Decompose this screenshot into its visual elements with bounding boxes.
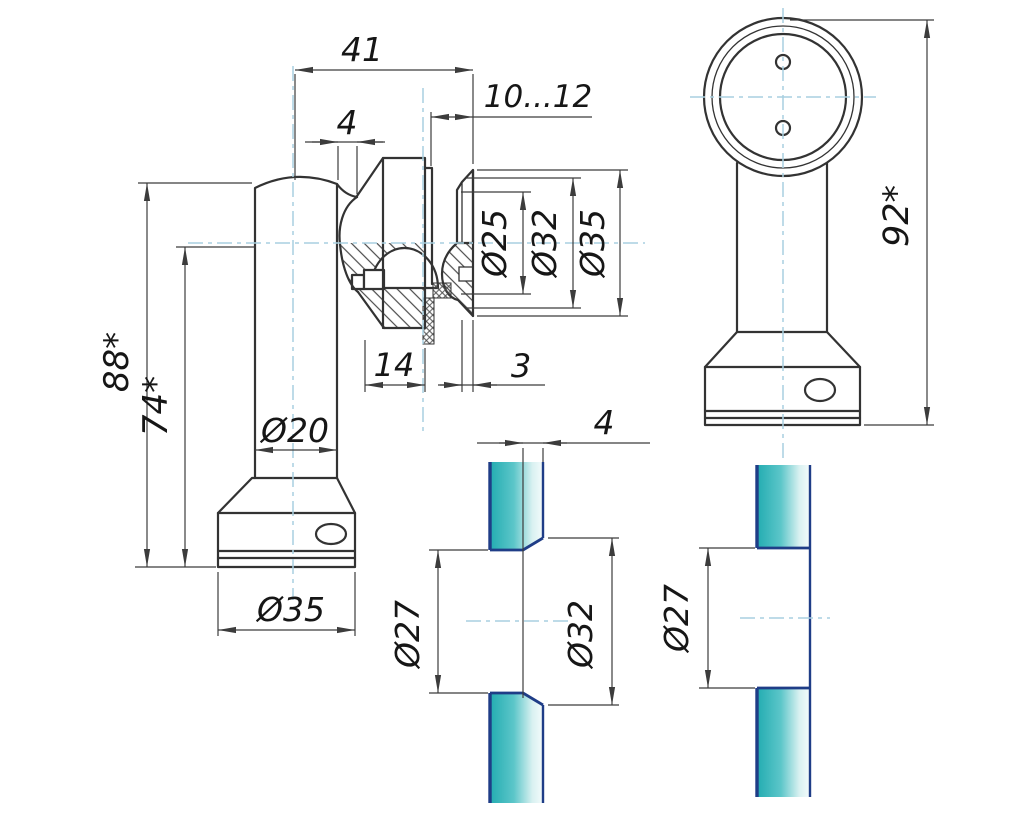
washer-outline [455, 168, 475, 245]
dim-d32: Ø32 [466, 177, 581, 309]
dim-glass-d32-label: Ø32 [561, 600, 600, 670]
dim-3-label: 3 [511, 347, 531, 385]
arm-neck [335, 182, 359, 199]
dim-d35-base: Ø35 [217, 572, 356, 636]
screw-shank [362, 268, 386, 291]
front-view: 92* [690, 8, 934, 462]
dim-d35-washer: Ø35 [477, 169, 628, 317]
dim-92-label: 92* [877, 185, 917, 247]
dim-glass-d27: Ø27 [388, 549, 488, 694]
cone-top-edge [355, 156, 385, 198]
dim-glass-d27-label: Ø27 [388, 600, 427, 670]
gasket-corner [432, 282, 452, 299]
stem-outline [735, 161, 829, 334]
body-lip [423, 166, 434, 286]
dim-glass-4: 4 [477, 403, 650, 698]
washer-groove [459, 267, 473, 281]
dim-glass-plain-d27: Ø27 [657, 547, 755, 689]
washer-groove-outline [458, 266, 473, 282]
dim-d20-label: Ø20 [259, 411, 329, 450]
washer-section-hatch [442, 243, 473, 316]
side-section-view: 41 4 10...12 Ø25 Ø32 [97, 30, 645, 636]
dim-41-label: 41 [341, 30, 383, 69]
dim-glass-4-label: 4 [594, 403, 615, 442]
dim-10-12: 10...12 [430, 79, 592, 166]
arm-ball-outline [338, 195, 360, 294]
dim-41: 41 [294, 30, 474, 180]
glass-section-plain: Ø27 [657, 465, 830, 797]
dim-14: 14 [364, 340, 426, 392]
dim-glass-plain-d27-label: Ø27 [657, 584, 696, 654]
dim-d32-label: Ø32 [525, 209, 564, 279]
dim-88: 88* [97, 182, 252, 568]
base-flare [216, 476, 357, 515]
dim-74: 74* [136, 246, 256, 567]
dim-d35-base-label: Ø35 [255, 590, 325, 629]
dim-glass-d32: Ø32 [548, 537, 619, 706]
base-flare-front [703, 330, 862, 369]
dim-d25: Ø25 [461, 191, 531, 295]
dim-d35-washer-label: Ø35 [573, 209, 612, 279]
cone-bottom-edge [356, 290, 386, 330]
base-setscrew-hole [314, 522, 348, 546]
glass-section-chamfered: 4 Ø27 Ø32 [388, 403, 650, 803]
dim-3: 3 [438, 320, 545, 392]
dim-88-label: 88* [97, 332, 137, 392]
dim-d20: Ø20 [255, 411, 337, 454]
washer-seat-outline [440, 242, 475, 318]
dim-neck-4-label: 4 [337, 103, 358, 142]
base-setscrew-hole-front [803, 377, 837, 403]
dim-10-12-label: 10...12 [484, 79, 592, 115]
dim-74-label: 74* [136, 376, 176, 436]
dim-d25-label: Ø25 [475, 209, 514, 279]
dim-92: 92* [790, 19, 934, 426]
dim-14-label: 14 [374, 346, 415, 384]
dim-neck-4: 4 [305, 103, 385, 194]
